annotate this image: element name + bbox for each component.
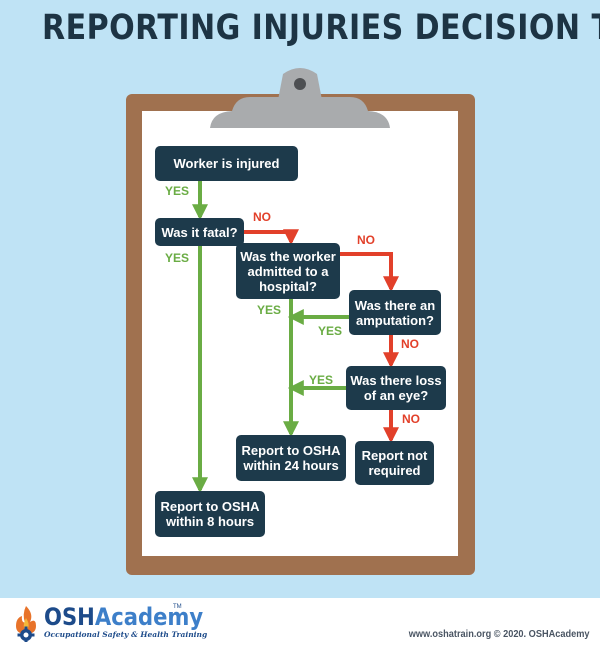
node-report-not-required: Report not required	[355, 441, 434, 485]
node-report-8-hours: Report to OSHA within 8 hours	[155, 491, 265, 537]
label-no-fatal: NO	[253, 210, 271, 224]
node-worker-injured: Worker is injured	[155, 146, 298, 181]
node-amputation: Was there an amputation?	[349, 290, 441, 335]
clipboard-clip-icon	[210, 68, 390, 128]
footer	[0, 598, 600, 650]
logo-trademark: TM	[173, 604, 182, 610]
node-was-it-fatal: Was it fatal?	[155, 218, 244, 246]
node-loss-of-eye: Was there loss of an eye?	[346, 366, 446, 410]
copyright-credit: www.oshatrain.org © 2020. OSHAcademy	[409, 629, 590, 640]
label-yes-injured: YES	[165, 184, 190, 198]
label-yes-fatal: YES	[165, 251, 190, 265]
flow-connectors	[192, 181, 399, 494]
page-title: REPORTING INJURIES DECISION TREE	[42, 8, 600, 48]
node-admitted-hospital: Was the worker admitted to a hospital?	[236, 243, 340, 299]
edge-fatal-to-hospital	[244, 229, 299, 246]
label-no-amputation: NO	[401, 337, 419, 351]
label-no-hospital: NO	[357, 233, 375, 247]
label-yes-eye: YES	[309, 373, 334, 387]
logo-wordmark: OSHAcademy	[44, 604, 203, 630]
logo-suffix: Academy	[94, 603, 204, 631]
edge-hospital-to-amputation	[340, 252, 399, 293]
label-no-eye: NO	[402, 412, 420, 426]
logo-tagline: Occupational Safety & Health Training	[44, 630, 208, 639]
label-yes-hospital: YES	[257, 303, 282, 317]
node-report-24-hours: Report to OSHA within 24 hours	[236, 435, 346, 481]
logo-prefix: OSH	[44, 603, 95, 631]
flame-gear-icon	[16, 606, 36, 642]
label-yes-amputation: YES	[318, 324, 343, 338]
